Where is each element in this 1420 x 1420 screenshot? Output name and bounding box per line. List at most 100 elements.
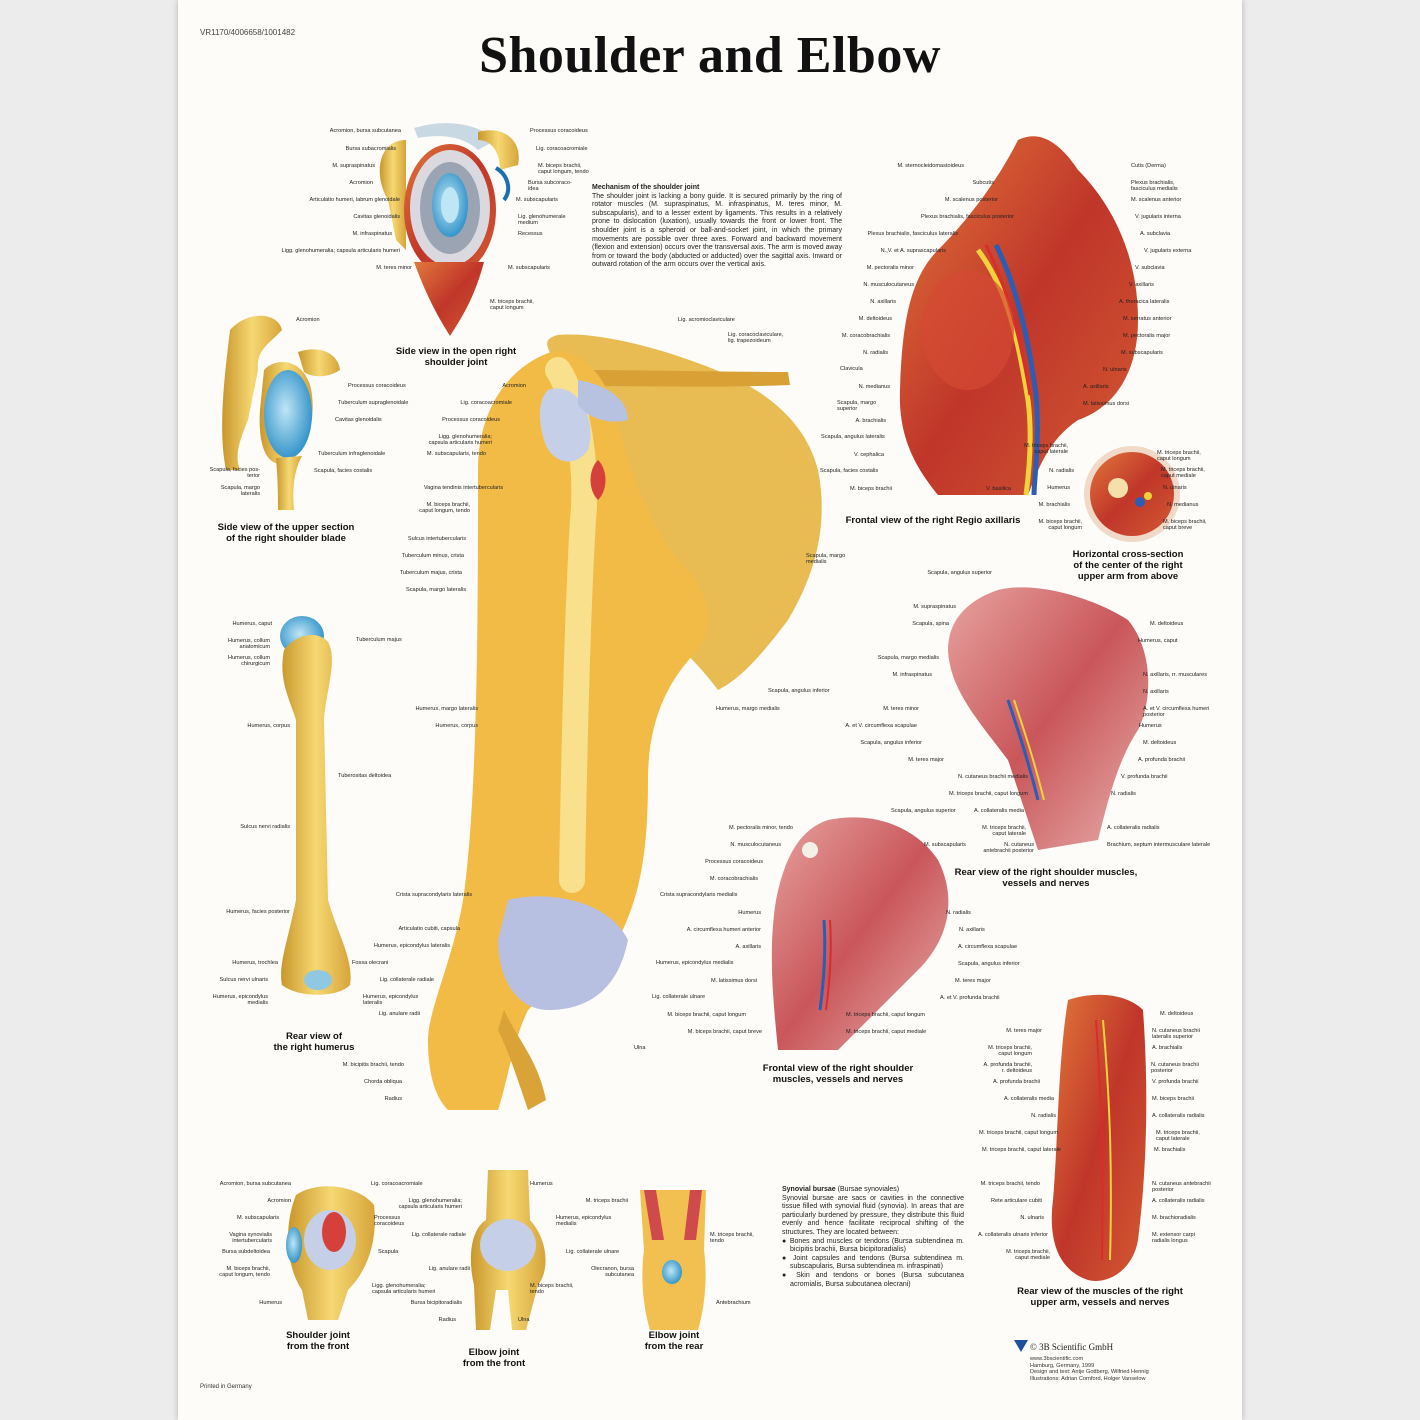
anatomy-label: Ligg. glenohumeralia; <box>408 1198 463 1204</box>
anatomy-label: Humerus, caput <box>1138 638 1178 644</box>
anatomy-label: N. musculocutaneus <box>863 282 914 288</box>
anatomy-label: M. biceps brachii <box>850 486 892 492</box>
anatomy-label: Acromion, bursa subcutanea <box>329 128 401 134</box>
anatomy-label: Humerus, corpus <box>435 723 478 729</box>
anatomy-label: A. axillaris <box>735 944 762 950</box>
anatomy-label: V. jugularis interna <box>1135 214 1181 220</box>
anatomy-label: M. biceps brachii, <box>538 163 582 169</box>
anatomy-label: Scapula, angulus inferior <box>860 740 922 746</box>
anatomy-label: Scapula <box>378 1249 399 1255</box>
cross-section-illustration <box>1084 446 1180 542</box>
anatomy-label: M. brachioradialis <box>1152 1215 1196 1221</box>
anatomy-label: Sulcus nervi ulnaris <box>219 977 268 983</box>
anatomy-label: tendo <box>710 1238 724 1244</box>
anatomy-label: Cavitas glenoidalis <box>335 417 382 423</box>
anatomy-label: Lig. coracoclaviculare, <box>728 332 784 338</box>
anatomy-label: M. biceps brachii, caput breve <box>687 1029 762 1035</box>
anatomy-label: Cutis (Derma) <box>1131 163 1166 169</box>
anatomy-label: Processus coracoideus <box>348 383 406 389</box>
anatomy-label: M. triceps brachii, <box>1006 1249 1050 1255</box>
anatomy-label: A. collateralis ulnaris inferior <box>978 1232 1048 1238</box>
anatomy-label: M. triceps brachii, <box>710 1232 754 1238</box>
anatomy-label: medialis <box>247 1000 268 1006</box>
anatomy-label: M. biceps brachii, <box>1038 519 1082 525</box>
anatomy-label: posterior <box>1143 712 1165 718</box>
anatomy-label: Humerus, trochlea <box>232 960 278 966</box>
anatomy-label: V. profunda brachii <box>1152 1079 1199 1085</box>
rear-upper-arm-muscles-illustration <box>1051 994 1147 1281</box>
anatomy-label: Bursa subacromialis <box>345 146 396 152</box>
anatomy-label: N. medianus <box>1167 502 1199 508</box>
anatomy-label: N. radialis <box>1049 468 1074 474</box>
anatomy-label: M. deltoideus <box>858 316 892 322</box>
anatomy-label: caput mediale <box>1015 1255 1050 1261</box>
synovial-heading: Synovial bursae <box>782 1186 836 1193</box>
anatomy-label: caput laterale <box>992 831 1026 837</box>
anatomy-label: A. collateralis radialis <box>1152 1198 1205 1204</box>
anatomy-label: M. pectoralis major <box>1123 333 1171 339</box>
anatomy-label: caput mediale <box>1161 473 1196 479</box>
anatomy-label: Fossa olecrani <box>352 960 389 966</box>
anatomy-label: V. jugularis externa <box>1144 248 1192 254</box>
shoulder-front-illustration <box>286 1186 375 1320</box>
anatomy-label: Scapula, angulus inferior <box>958 961 1020 967</box>
anatomy-label: Tuberculum majus, crista <box>399 570 462 576</box>
anatomy-label: Acromion, bursa subcutanea <box>219 1181 291 1187</box>
anatomy-label: Humerus, margo medialis <box>716 706 780 712</box>
anatomy-label: A. collateralis radialis <box>1107 825 1160 831</box>
synovial-bullet: ● Skin and tendons or bones (Bursa subcu… <box>782 1271 964 1288</box>
anatomy-label: M. supraspinatus <box>913 604 956 610</box>
anatomy-label: subcutanea <box>605 1272 634 1278</box>
caption-axillaris: Frontal view of the right Regio axillari… <box>845 515 1021 526</box>
open-shoulder-joint-illustration <box>379 123 519 336</box>
anatomy-label: M. coracobrachialis <box>709 876 758 882</box>
anatomy-label: N. axillaris <box>870 299 896 305</box>
anatomy-label: Scapula, angulus lateralis <box>821 434 885 440</box>
anatomy-label: M. triceps brachii, caput longum <box>846 1012 925 1018</box>
anatomy-label: Crista supracondylaris medialis <box>660 892 738 898</box>
anatomy-label: M. subscapularis, tendo <box>426 451 486 457</box>
anatomy-label: M. teres major <box>1006 1028 1042 1034</box>
anatomy-label: Humerus <box>1139 723 1162 729</box>
anatomy-label: M. teres major <box>908 757 944 763</box>
anatomy-label: N. axillaris <box>1143 689 1169 695</box>
anatomy-label: Processus coracoideus <box>530 128 588 134</box>
anatomy-label: Radius <box>438 1317 456 1323</box>
anatomy-label: M. brachialis <box>1154 1147 1186 1153</box>
anatomy-label: Subcutis <box>972 180 994 186</box>
anatomy-label: medium <box>518 220 538 226</box>
anatomy-label: Scapula, angulus superior <box>891 808 956 814</box>
anatomy-label: posterior <box>1152 1187 1174 1193</box>
anatomy-label: Humerus, corpus <box>247 723 290 729</box>
anatomy-label: Rete articulare cubiti <box>991 1198 1042 1204</box>
anatomy-label: N. radialis <box>1111 791 1136 797</box>
anatomy-label: N.,V. et A. suprascapularis <box>880 248 946 254</box>
anatomy-label: Scapula, margo lateralis <box>405 587 466 593</box>
elbow-rear-illustration <box>640 1190 706 1330</box>
anatomy-label: Articulatio cubiti, capsula <box>398 926 460 932</box>
anatomy-label: Lig. coracoacromiale <box>536 146 588 152</box>
anatomy-label: M. subscapularis <box>508 265 550 271</box>
anatomy-label: M. biceps brachii <box>1152 1096 1194 1102</box>
anatomy-label: idea <box>528 186 539 192</box>
anatomy-label: Bursa subcoraco- <box>528 180 572 186</box>
anatomy-label: Vagina synovialis <box>229 1232 272 1238</box>
anatomy-label: M. subscapularis <box>237 1215 279 1221</box>
anatomy-label: M. brachialis <box>1038 502 1070 508</box>
anatomy-label: N. cutaneus brachii <box>1152 1028 1200 1034</box>
mechanism-heading: Mechanism of the shoulder joint <box>592 184 700 191</box>
caption-rear-shoulder: Rear view of the right shoulder muscles,… <box>954 867 1138 889</box>
anatomy-label: M. triceps brachii, caput laterale <box>982 1147 1061 1153</box>
anatomy-label: N. cutaneus <box>1004 842 1034 848</box>
anatomy-label: Humerus, epicondylus lateralis <box>373 943 450 949</box>
anatomy-label: Scapula, angulus superior <box>927 570 992 576</box>
anatomy-label: Humerus <box>530 1181 553 1187</box>
anatomy-label: M. extensor carpi <box>1152 1232 1195 1238</box>
anatomy-label: Humerus, margo lateralis <box>415 706 479 712</box>
anatomy-label: Ulna <box>634 1045 646 1051</box>
anatomy-label: N. radialis <box>863 350 888 356</box>
anatomy-label: M. triceps brachii, <box>988 1045 1032 1051</box>
anatomy-label: M. triceps brachii, tendo <box>980 1181 1040 1187</box>
anatomy-label: Lig. acromioclaviculare <box>678 317 735 323</box>
